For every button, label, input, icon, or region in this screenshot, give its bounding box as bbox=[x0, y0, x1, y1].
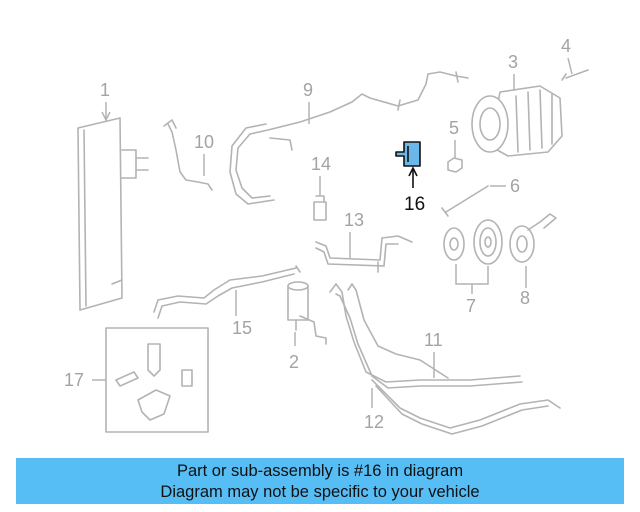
part-3-compressor bbox=[471, 85, 563, 157]
callout-14: 14 bbox=[311, 154, 331, 196]
callout-label-4: 4 bbox=[561, 36, 571, 56]
callout-label-3: 3 bbox=[508, 52, 518, 72]
callout-label-5: 5 bbox=[449, 118, 459, 138]
part-9-suction-line bbox=[229, 71, 469, 205]
part-10-hose bbox=[163, 119, 213, 191]
callout-15: 15 bbox=[232, 290, 252, 338]
callout-label-2: 2 bbox=[289, 352, 299, 372]
part-11-12-hoses bbox=[329, 283, 561, 435]
part-5-nut bbox=[447, 157, 463, 173]
callout-13: 13 bbox=[344, 210, 364, 258]
callout-10: 10 bbox=[194, 132, 214, 176]
callout-9: 9 bbox=[303, 80, 313, 124]
callout-label-6: 6 bbox=[510, 176, 520, 196]
callout-label-13: 13 bbox=[344, 210, 364, 230]
part-2-receiver-drier bbox=[287, 281, 327, 345]
part-6-bolt bbox=[441, 185, 489, 217]
callout-label-1: 1 bbox=[100, 80, 110, 100]
callout-11: 11 bbox=[424, 330, 443, 378]
callout-label-12: 12 bbox=[364, 412, 384, 432]
callout-5: 5 bbox=[449, 118, 459, 158]
callout-16: 16 bbox=[404, 166, 425, 215]
callout-label-17: 17 bbox=[64, 370, 84, 390]
callout-label-10: 10 bbox=[194, 132, 214, 152]
callout-label-16: 16 bbox=[404, 194, 425, 215]
callout-3: 3 bbox=[508, 52, 518, 90]
part-17-oring-kit bbox=[105, 327, 209, 433]
info-banner: Part or sub-assembly is #16 in diagram D… bbox=[16, 458, 624, 504]
callout-7: 7 bbox=[455, 264, 489, 316]
callout-label-9: 9 bbox=[303, 80, 313, 100]
part-16-bracket-highlighted bbox=[395, 141, 421, 167]
part-8-coil bbox=[509, 213, 557, 263]
callout-1: 1 bbox=[100, 80, 111, 122]
banner-line-1: Part or sub-assembly is #16 in diagram bbox=[176, 462, 464, 480]
part-7-clutch bbox=[443, 219, 503, 265]
callout-12: 12 bbox=[364, 388, 384, 432]
callout-2: 2 bbox=[289, 332, 299, 372]
callout-label-14: 14 bbox=[311, 154, 331, 174]
callout-4: 4 bbox=[561, 36, 573, 75]
callout-6: 6 bbox=[490, 176, 520, 196]
callout-label-8: 8 bbox=[520, 288, 530, 308]
part-13-liquid-line bbox=[315, 235, 413, 273]
callout-label-7: 7 bbox=[466, 296, 476, 316]
part-4-bolt bbox=[561, 69, 589, 81]
part-15-hose bbox=[153, 265, 301, 319]
part-14-switch bbox=[313, 195, 327, 221]
part-1-condenser bbox=[77, 117, 149, 311]
callout-8: 8 bbox=[520, 266, 530, 308]
callout-label-15: 15 bbox=[232, 318, 252, 338]
banner-line-2: Diagram may not be specific to your vehi… bbox=[160, 483, 480, 501]
callout-17: 17 bbox=[64, 370, 106, 390]
callout-label-11: 11 bbox=[424, 330, 443, 350]
